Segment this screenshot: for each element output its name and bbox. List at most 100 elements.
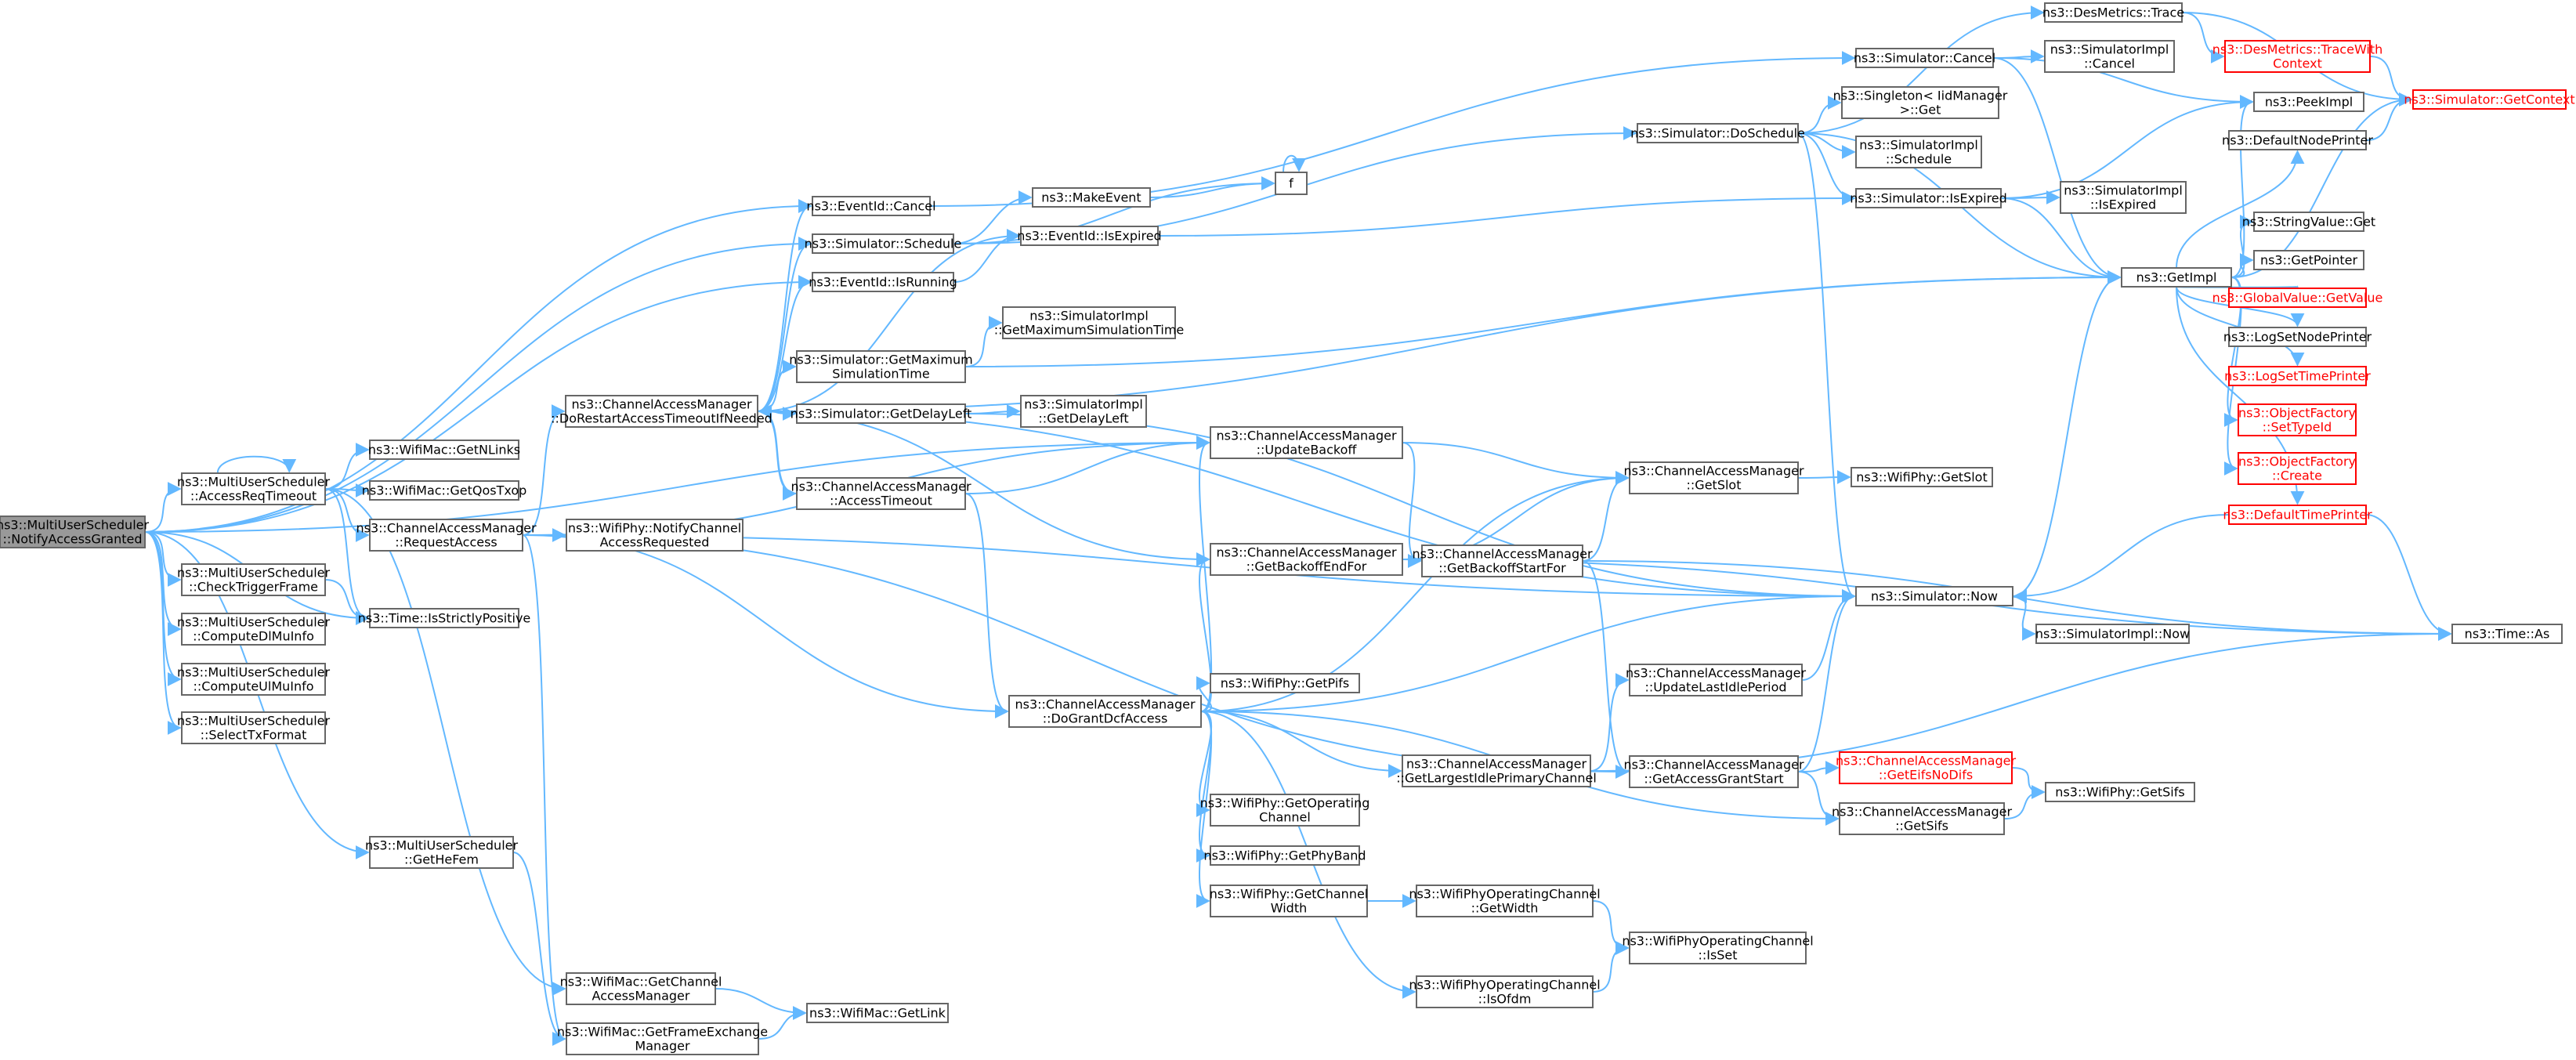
node-label-line: ns3::Singleton< IidManager	[1833, 89, 2008, 103]
edge-scancel-to-getimpl	[1992, 57, 2122, 284]
node-ofsti[interactable]: ns3::ObjectFactory::SetTypeId	[2238, 403, 2357, 436]
node-lstp[interactable]: ns3::LogSetTimePrinter	[2224, 366, 2371, 386]
node-glink[interactable]: ns3::WifiMac::GetLink	[806, 1003, 949, 1023]
node-cgsifs[interactable]: ns3::ChannelAccessManager::GetSifs	[1832, 802, 2012, 835]
node-label-line: ns3::MultiUserScheduler	[0, 518, 149, 533]
node-dnp[interactable]: ns3::DefaultNodePrinter	[2222, 130, 2373, 150]
node-siisexp[interactable]: ns3::SimulatorImpl::IsExpired	[2060, 181, 2187, 214]
node-label-line: ns3::DefaultTimePrinter	[2223, 508, 2372, 523]
node-label-line: ns3::ChannelAccessManager	[1623, 464, 1804, 479]
node-cdl[interactable]: ns3::MultiUserScheduler::ComputeDlMuInfo	[177, 613, 331, 646]
node-gpifs[interactable]: ns3::WifiPhy::GetPifs	[1210, 673, 1360, 693]
node-ncar[interactable]: ns3::WifiPhy::NotifyChannelAccessRequest…	[566, 519, 743, 552]
node-box	[1855, 48, 1994, 68]
node-snow[interactable]: ns3::Simulator::Now	[1855, 586, 2013, 606]
node-box	[1841, 86, 1999, 119]
node-sisched[interactable]: ns3::SimulatorImpl::Schedule	[1855, 136, 1982, 168]
node-cglip[interactable]: ns3::ChannelAccessManager::GetLargestIdl…	[1396, 754, 1597, 787]
node-box	[1629, 664, 1803, 696]
node-sgctx[interactable]: ns3::Simulator::GetContext	[2404, 89, 2575, 110]
node-label-line: ns3::SimulatorImpl	[2050, 42, 2169, 57]
node-wgw[interactable]: ns3::WifiPhyOperatingChannel::GetWidth	[1409, 885, 1601, 917]
node-dtp[interactable]: ns3::DefaultTimePrinter	[2223, 505, 2372, 525]
node-singget[interactable]: ns3::Singleton< IidManager>::Get	[1833, 86, 2008, 119]
node-wisset[interactable]: ns3::WifiPhyOperatingChannel::IsSet	[1622, 932, 1814, 964]
node-cub[interactable]: ns3::ChannelAccessManager::UpdateBackoff	[1210, 426, 1403, 459]
node-gsifs[interactable]: ns3::WifiPhy::GetSifs	[2045, 782, 2195, 802]
edge-root-to-erun	[144, 275, 812, 533]
node-label-line: ::GetLargestIdlePrimaryChannel	[1396, 771, 1597, 786]
node-isp[interactable]: ns3::Time::IsStrictlyPositive	[358, 608, 531, 628]
node-cgags[interactable]: ns3::ChannelAccessManager::GetAccessGran…	[1623, 755, 1804, 788]
node-label-line: ns3::EventId::IsExpired	[1017, 229, 1161, 244]
node-wiso[interactable]: ns3::WifiPhyOperatingChannel::IsOfdm	[1409, 975, 1601, 1008]
node-cgbs[interactable]: ns3::ChannelAccessManager::GetBackoffSta…	[1412, 544, 1593, 577]
node-label-line: ns3::Simulator::GetMaximum	[789, 353, 973, 367]
node-sicancel[interactable]: ns3::SimulatorImpl::Cancel	[2044, 40, 2175, 73]
node-sinow[interactable]: ns3::SimulatorImpl::Now	[2035, 624, 2190, 644]
node-culip[interactable]: ns3::ChannelAccessManager::UpdateLastIdl…	[1626, 664, 1806, 696]
node-sisexp[interactable]: ns3::Simulator::IsExpired	[1850, 188, 2007, 208]
node-scancel[interactable]: ns3::Simulator::Cancel	[1854, 48, 1995, 68]
node-getptr[interactable]: ns3::GetPointer	[2253, 250, 2364, 270]
node-label-line: SimulationTime	[832, 367, 929, 382]
node-gqt[interactable]: ns3::WifiMac::GetQosTxop	[362, 480, 527, 501]
node-sgdl[interactable]: ns3::Simulator::GetDelayLeft	[791, 403, 972, 424]
node-ecancel[interactable]: ns3::EventId::Cancel	[806, 196, 936, 216]
node-cgdcf[interactable]: ns3::ChannelAccessManager::DoGrantDcfAcc…	[1008, 695, 1202, 728]
node-lsnp[interactable]: ns3::LogSetNodePrinter	[2223, 327, 2372, 347]
node-cgbe[interactable]: ns3::ChannelAccessManager::GetBackoffEnd…	[1210, 543, 1403, 576]
node-label-line: ns3::ChannelAccessManager	[1623, 758, 1804, 772]
node-f[interactable]: f	[1275, 172, 1308, 195]
node-cgeifs[interactable]: ns3::ChannelAccessManager::GetEifsNoDifs	[1836, 751, 2016, 784]
node-box	[2253, 92, 2364, 112]
node-erun[interactable]: ns3::EventId::IsRunning	[809, 272, 957, 292]
node-gvgv[interactable]: ns3::GlobalValue::GetValue	[2212, 288, 2383, 308]
edge-cra-to-drat	[522, 404, 566, 536]
node-ofcreate[interactable]: ns3::ObjectFactory::Create	[2238, 452, 2357, 485]
node-svget[interactable]: ns3::StringValue::Get	[2242, 212, 2375, 232]
node-gnl[interactable]: ns3::WifiMac::GetNLinks	[368, 440, 520, 460]
node-dmtrace[interactable]: ns3::DesMetrics::Trace	[2042, 2, 2184, 23]
node-peek[interactable]: ns3::PeekImpl	[2253, 92, 2364, 112]
node-box	[566, 972, 716, 1005]
node-sdosched[interactable]: ns3::Simulator::DoSchedule	[1630, 123, 1805, 143]
node-art[interactable]: ns3::MultiUserScheduler::AccessReqTimeou…	[177, 472, 331, 505]
node-getimpl[interactable]: ns3::GetImpl	[2121, 267, 2232, 288]
node-ssched[interactable]: ns3::Simulator::Schedule	[805, 233, 962, 254]
node-ctf[interactable]: ns3::MultiUserScheduler::CheckTriggerFra…	[177, 563, 331, 596]
node-cul[interactable]: ns3::MultiUserScheduler::ComputeUlMuInfo	[177, 663, 331, 696]
node-label-line: ::CheckTriggerFrame	[189, 580, 318, 595]
edge-sdosched-to-singget	[1797, 96, 1842, 134]
edge-cat-to-cub	[964, 436, 1210, 494]
node-drat[interactable]: ns3::ChannelAccessManager::DoRestartAcce…	[551, 395, 772, 428]
node-eexp[interactable]: ns3::EventId::IsExpired	[1017, 226, 1162, 246]
node-label-line: Width	[1271, 901, 1307, 916]
node-sgmax[interactable]: ns3::Simulator::GetMaximumSimulationTime	[789, 350, 973, 383]
node-cra[interactable]: ns3::ChannelAccessManager::RequestAccess	[356, 519, 537, 552]
edge-cgbs-to-cgags	[1582, 560, 1630, 779]
node-mkev[interactable]: ns3::MakeEvent	[1032, 187, 1151, 208]
node-timeas[interactable]: ns3::Time::As	[2451, 624, 2563, 644]
node-gpb[interactable]: ns3::WifiPhy::GetPhyBand	[1203, 845, 1366, 866]
node-label-line: ns3::DefaultNodePrinter	[2222, 133, 2373, 148]
node-cat[interactable]: ns3::ChannelAccessManager::AccessTimeout	[791, 477, 971, 510]
node-sigmax[interactable]: ns3::SimulatorImpl::GetMaximumSimulation…	[994, 306, 1185, 339]
node-box	[1210, 673, 1360, 693]
node-root[interactable]: ns3::MultiUserScheduler::NotifyAccessGra…	[0, 516, 149, 548]
node-cgslot[interactable]: ns3::ChannelAccessManager::GetSlot	[1623, 461, 1804, 494]
node-label-line: ::DoRestartAccessTimeoutIfNeeded	[551, 411, 772, 426]
node-sigdl[interactable]: ns3::SimulatorImpl::GetDelayLeft	[1020, 395, 1147, 428]
node-label-line: ns3::WifiPhy::GetOperating	[1200, 796, 1370, 811]
edge-root-to-art	[144, 482, 182, 533]
node-box	[1637, 123, 1799, 143]
node-gslot[interactable]: ns3::WifiPhy::GetSlot	[1851, 467, 1993, 487]
node-stf[interactable]: ns3::MultiUserScheduler::SelectTxFormat	[177, 711, 331, 744]
node-ghf[interactable]: ns3::MultiUserScheduler::GetHeFem	[365, 836, 519, 869]
